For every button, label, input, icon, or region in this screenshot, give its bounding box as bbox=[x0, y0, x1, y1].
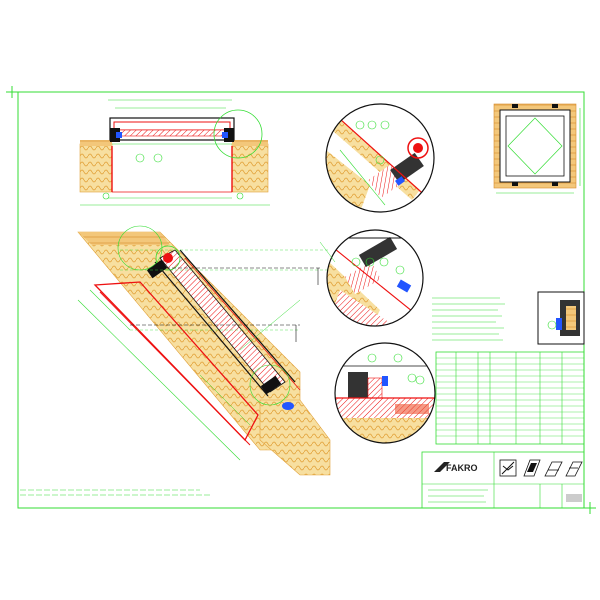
roof-section-view bbox=[77, 225, 331, 476]
product-icon-1 bbox=[499, 459, 517, 477]
fakro-logo-text: FAKRO bbox=[446, 463, 478, 473]
notes-block bbox=[432, 297, 505, 341]
footer-fine-print bbox=[20, 489, 210, 496]
bottom-detail-circle bbox=[334, 342, 436, 444]
fakro-logo: FAKRO bbox=[434, 462, 478, 473]
inset-detail bbox=[537, 291, 585, 345]
top-detail-circle bbox=[325, 103, 435, 213]
top-section-view bbox=[79, 99, 270, 206]
title-block bbox=[421, 451, 585, 509]
plan-view bbox=[493, 103, 581, 194]
middle-detail-circle bbox=[319, 229, 424, 327]
product-icon-4 bbox=[565, 461, 583, 477]
product-icon-3 bbox=[544, 461, 563, 477]
parts-table bbox=[435, 351, 585, 445]
product-icon-2 bbox=[523, 459, 541, 477]
